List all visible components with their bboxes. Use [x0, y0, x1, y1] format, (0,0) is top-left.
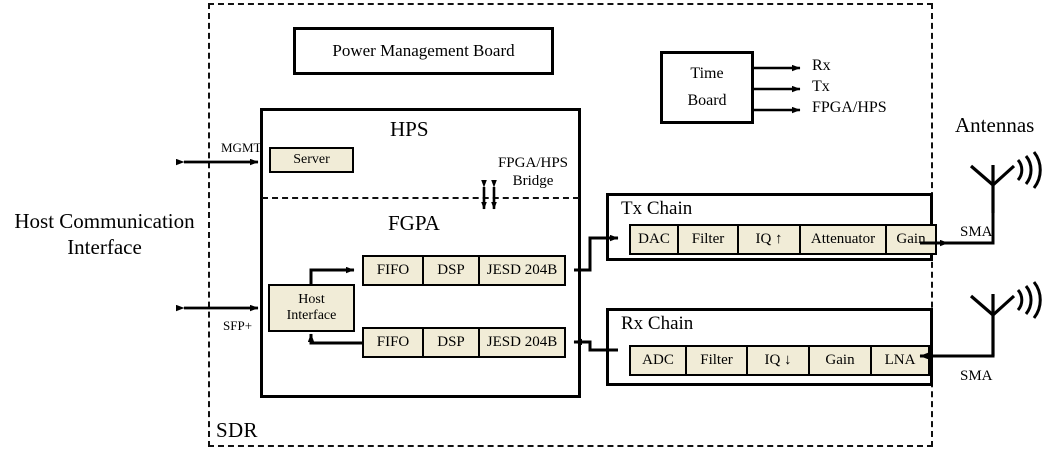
server-block-label: Server — [293, 152, 330, 168]
bridge-label-line1: FPGA/HPS — [497, 155, 569, 171]
time-board-label-line2: Board — [687, 91, 727, 109]
tx-dac-label: DAC — [638, 231, 670, 248]
tx-fifo-label: FIFO — [376, 262, 410, 279]
time-board-label-line1: Time — [690, 65, 724, 83]
tx-antenna-icon — [969, 151, 1042, 213]
rx-filter-block: Filter — [685, 345, 748, 376]
tx-gain-label: Gain — [896, 231, 926, 248]
rx-filter-label: Filter — [700, 352, 733, 369]
rx-lna-label: LNA — [884, 352, 916, 369]
rx-dsp-label: DSP — [437, 334, 465, 351]
hps-section-title: HPS — [390, 117, 429, 141]
tx-chain-block-strip: DAC Filter IQ ↑ Attenuator Gain — [629, 224, 937, 255]
tx-gain-block: Gain — [885, 224, 937, 255]
tx-dsp-block: DSP — [422, 255, 480, 286]
rx-gain-label: Gain — [825, 352, 855, 369]
host-communication-line1: Host Communication — [14, 209, 195, 233]
tx-dac-block: DAC — [629, 224, 679, 255]
fpga-hps-bridge-label: FPGA/HPS Bridge — [487, 154, 579, 191]
sfp-link-label: SFP+ — [223, 318, 253, 333]
time-board: Time Board — [660, 51, 754, 124]
mgmt-link-label: MGMT — [221, 140, 262, 155]
tx-dsp-label: DSP — [437, 262, 465, 279]
rx-lna-block: LNA — [870, 345, 930, 376]
fpga-section-title: FGPA — [388, 211, 440, 235]
tx-jesd-label: JESD 204B — [486, 262, 558, 279]
tx-jesd-block: JESD 204B — [478, 255, 566, 286]
sdr-enclosure-label: SDR — [216, 418, 258, 442]
tx-iq-upconvert-label: IQ ↑ — [755, 231, 783, 248]
rx-fifo-label: FIFO — [376, 334, 410, 351]
hps-fpga-divider — [262, 197, 579, 199]
sma-connector-tx-label: SMA — [960, 224, 993, 240]
rx-adc-label: ADC — [642, 352, 674, 369]
server-block: Server — [269, 147, 354, 173]
time-board-output-rx-label: Rx — [812, 57, 831, 74]
rx-chain-title: Rx Chain — [621, 313, 694, 334]
rx-adc-block: ADC — [629, 345, 687, 376]
rx-fifo-block: FIFO — [362, 327, 424, 358]
rx-iq-downconvert-block: IQ ↓ — [746, 345, 810, 376]
host-interface-label-line2: Interface — [286, 308, 337, 323]
tx-filter-block: Filter — [677, 224, 739, 255]
host-communication-interface-label: Host Communication Interface — [2, 208, 207, 261]
tx-chain-title: Tx Chain — [621, 198, 693, 219]
tx-filter-label: Filter — [691, 231, 725, 248]
time-board-output-tx-label: Tx — [812, 78, 830, 95]
rx-jesd-label: JESD 204B — [486, 334, 558, 351]
fpga-rx-datapath-row: FIFO DSP JESD 204B — [362, 327, 566, 358]
rx-chain-block-strip: ADC Filter IQ ↓ Gain LNA — [629, 345, 930, 376]
power-management-board-label: Power Management Board — [332, 41, 515, 60]
bridge-label-line2: Bridge — [512, 173, 554, 190]
rx-dsp-block: DSP — [422, 327, 480, 358]
tx-fifo-block: FIFO — [362, 255, 424, 286]
sma-connector-rx-label: SMA — [960, 368, 993, 384]
host-communication-line2: Interface — [67, 235, 142, 260]
tx-iq-upconvert-block: IQ ↑ — [737, 224, 801, 255]
tx-chain-enclosure: Tx Chain DAC Filter IQ ↑ Attenuator Gain — [606, 193, 937, 261]
antennas-title: Antennas — [955, 113, 1035, 137]
fpga-tx-datapath-row: FIFO DSP JESD 204B — [362, 255, 566, 286]
time-board-output-fpga-hps-label: FPGA/HPS — [812, 99, 887, 116]
tx-attenuator-block: Attenuator — [799, 224, 887, 255]
host-interface-label-line1: Host — [298, 292, 325, 308]
rx-gain-block: Gain — [808, 345, 872, 376]
rx-chain-enclosure: Rx Chain ADC Filter IQ ↓ Gain LNA — [606, 308, 933, 386]
tx-attenuator-label: Attenuator — [810, 231, 876, 248]
power-management-board: Power Management Board — [293, 27, 554, 75]
rx-antenna-icon — [969, 281, 1042, 356]
rx-jesd-block: JESD 204B — [478, 327, 566, 358]
host-interface-block: Host Interface — [268, 284, 355, 332]
rx-iq-downconvert-label: IQ ↓ — [764, 352, 792, 369]
